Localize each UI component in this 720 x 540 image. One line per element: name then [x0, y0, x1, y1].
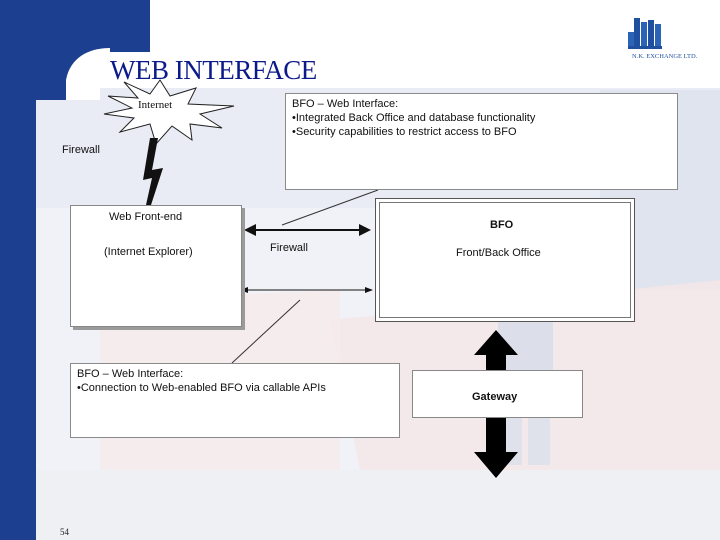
internet-label: Internet: [138, 99, 173, 111]
page-number: 54: [60, 527, 69, 537]
callout-bottom-heading: BFO – Web Interface:: [77, 368, 184, 380]
web-frontend-subtitle: (Internet Explorer): [104, 246, 193, 258]
bfo-subtitle: Front/Back Office: [456, 247, 541, 259]
bfo-box: [375, 198, 635, 322]
web-frontend-title: Web Front-end: [109, 211, 183, 223]
firewall-left-label: Firewall: [62, 144, 100, 156]
logo-text: N.K. EXCHANGE LTD.: [632, 53, 698, 60]
company-logo: [628, 18, 662, 49]
connection-arrow-top: [244, 224, 371, 236]
callout-top-bullet: •Integrated Back Office and database fun…: [292, 112, 536, 124]
lightning-bolt-shape: [143, 138, 163, 205]
gateway-label: Gateway: [472, 391, 518, 403]
callout-top: BFO – Web Interface: •Integrated Back Of…: [285, 93, 678, 190]
left-blue-band: [0, 0, 36, 540]
callout-bottom-bullet: •Connection to Web-enabled BFO via calla…: [77, 382, 326, 394]
connection-arrow-bottom: [240, 287, 373, 293]
firewall-mid-label: Firewall: [270, 242, 308, 254]
callout-top-bullet: •Security capabilities to restrict acces…: [292, 126, 517, 138]
slide-title: WEB INTERFACE: [110, 55, 317, 85]
callout-top-heading: BFO – Web Interface:: [292, 98, 399, 110]
web-frontend-box: [70, 205, 242, 327]
gateway-box: [412, 370, 583, 418]
bfo-title: BFO: [490, 219, 514, 231]
callout-bottom: BFO – Web Interface: •Connection to Web-…: [70, 363, 400, 438]
